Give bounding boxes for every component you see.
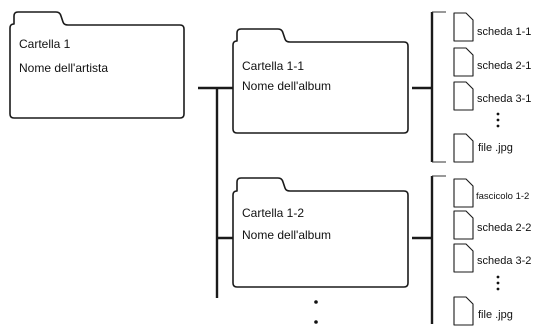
file-group-1-bracket xyxy=(412,11,446,163)
file-label: scheda 2-2 xyxy=(477,222,531,234)
album-folder-1-subtitle: Nome dell'album xyxy=(242,79,331,93)
root-folder-subtitle: Nome dell'artista xyxy=(19,61,108,75)
file-item: scheda 2-1 xyxy=(453,47,531,77)
document-icon xyxy=(453,243,474,273)
document-icon xyxy=(453,210,474,240)
file-item: fascicolo 1-2 xyxy=(453,178,529,208)
more-files-ellipsis xyxy=(496,275,500,291)
document-icon xyxy=(453,133,474,163)
folder-icon xyxy=(232,177,409,288)
file-label: scheda 1-1 xyxy=(477,26,531,38)
folder-icon xyxy=(9,11,185,119)
image-file-label: file .jpg xyxy=(478,142,513,154)
document-icon xyxy=(453,81,474,111)
file-label: fascicolo 1-2 xyxy=(476,191,529,202)
image-file-label: file .jpg xyxy=(478,309,513,321)
album-folder-2-title: Cartella 1-2 xyxy=(242,206,304,220)
root-folder: Cartella 1 Nome dell'artista xyxy=(9,11,185,119)
more-files-ellipsis xyxy=(496,112,500,128)
image-file-item: file .jpg xyxy=(453,296,513,326)
document-icon xyxy=(453,47,474,77)
file-group-2: fascicolo 1-2 scheda 2-2 scheda 3-2 file… xyxy=(453,178,531,326)
file-group-2-bracket xyxy=(412,175,446,324)
album-folder-2-subtitle: Nome dell'album xyxy=(242,228,331,242)
file-item: scheda 1-1 xyxy=(453,12,531,42)
file-label: scheda 3-1 xyxy=(477,93,531,105)
image-file-item: file .jpg xyxy=(453,133,513,163)
album-folder-1: Cartella 1-1 Nome dell'album xyxy=(232,28,409,134)
album-folder-2: Cartella 1-2 Nome dell'album xyxy=(232,177,409,288)
root-folder-title: Cartella 1 xyxy=(19,37,71,51)
document-icon xyxy=(453,12,474,42)
document-icon xyxy=(453,178,474,208)
folder-icon xyxy=(232,28,409,134)
file-item: scheda 3-1 xyxy=(453,81,531,111)
file-item: scheda 3-2 xyxy=(453,243,531,273)
document-icon xyxy=(453,296,474,326)
more-albums-ellipsis xyxy=(314,300,318,324)
file-label: scheda 2-1 xyxy=(477,60,531,72)
file-label: scheda 3-2 xyxy=(477,255,531,267)
album-folder-1-title: Cartella 1-1 xyxy=(242,59,304,73)
file-group-1: scheda 1-1 scheda 2-1 scheda 3-1 file .j… xyxy=(453,12,531,163)
tree-connectors xyxy=(198,86,236,298)
file-item: scheda 2-2 xyxy=(453,210,531,240)
